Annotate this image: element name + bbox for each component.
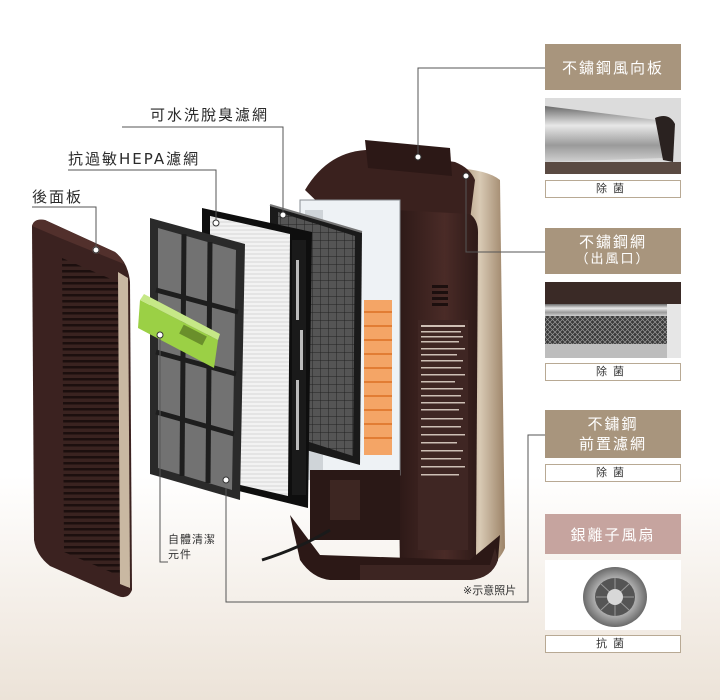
feature-stainless-louver-title-text: 不鏽鋼風向板: [561, 58, 664, 77]
feature-silver-fan-title-text: 銀離子風扇: [570, 525, 656, 544]
self-clean-label-line1: 自體清潔: [168, 533, 216, 546]
self-clean-label: 自體清潔 元件: [168, 532, 216, 562]
hepa-filter-label: 抗過敏HEPA濾網: [68, 150, 201, 168]
back-panel-illustration: [32, 219, 132, 598]
feature-stainless-mesh-title-line1: 不鏽鋼網: [578, 233, 647, 251]
back-panel-label: 後面板: [32, 188, 84, 206]
feature-stainless-prefilter-tag: 除菌: [545, 464, 681, 482]
feature-stainless-prefilter-title-line1: 不鏽鋼: [587, 415, 639, 433]
feature-stainless-mesh-tag: 除菌: [545, 363, 681, 381]
stainless-louver-photo: [545, 98, 681, 174]
feature-silver-fan-title: 銀離子風扇: [545, 514, 681, 554]
feature-stainless-mesh-title: 不鏽鋼網 （出風口）: [545, 228, 681, 274]
self-clean-label-line2: 元件: [168, 548, 192, 561]
feature-stainless-prefilter-title: 不鏽鋼 前置濾網: [545, 410, 681, 458]
self-clean-element-illustration: [138, 294, 220, 368]
feature-stainless-louver-tag: 除菌: [545, 180, 681, 198]
sample-photo-note: ※示意照片: [463, 584, 517, 597]
feature-stainless-mesh-title-line2: （出風口）: [575, 252, 651, 267]
feature-stainless-prefilter-title-line2: 前置濾網: [578, 435, 647, 453]
deodor-filter-label: 可水洗脫臭濾網: [150, 106, 270, 124]
stainless-mesh-photo: [545, 282, 681, 358]
feature-silver-fan-tag: 抗菌: [545, 635, 681, 653]
feature-stainless-louver-title: 不鏽鋼風向板: [545, 44, 681, 90]
silver-fan-photo: [545, 560, 681, 630]
